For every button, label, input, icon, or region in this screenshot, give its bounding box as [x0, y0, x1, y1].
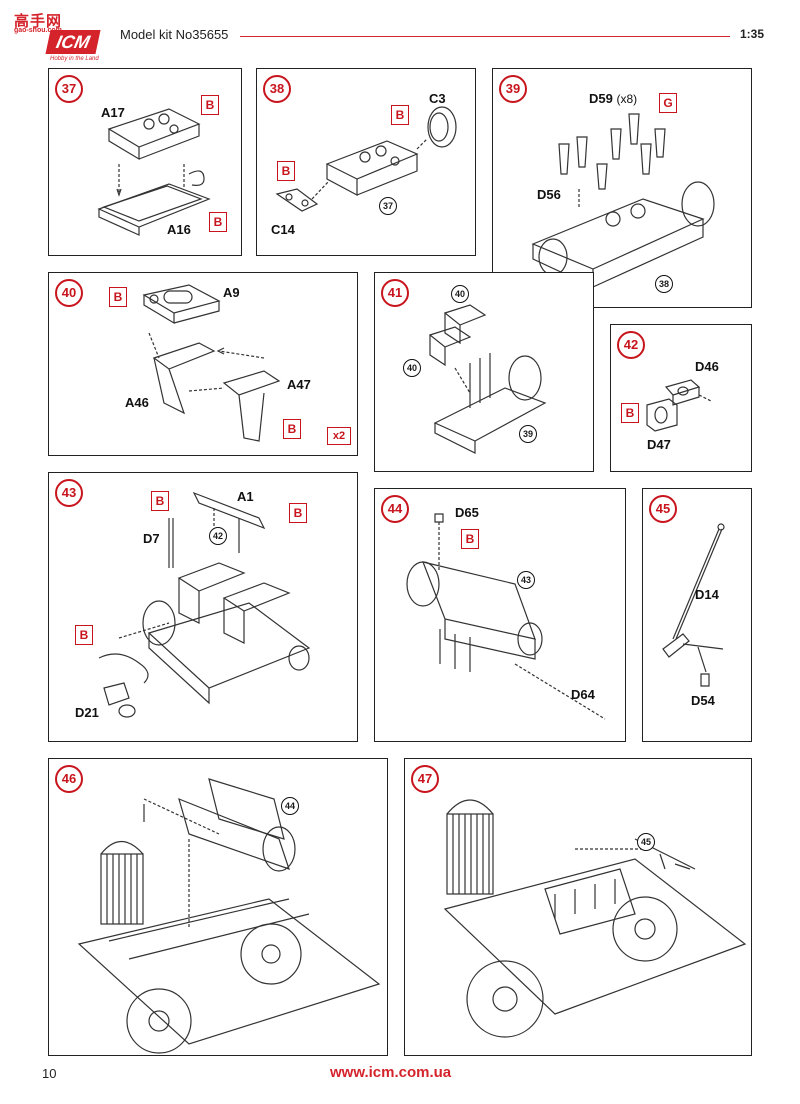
color-marker-b: B: [461, 529, 479, 549]
header-rule: [240, 36, 730, 37]
part-label-d7: D7: [143, 531, 160, 546]
step-panel-37: 37 A17 B A16 B: [48, 68, 242, 256]
reference-step-37: 37: [379, 197, 397, 215]
reference-step-38: 38: [655, 275, 673, 293]
quantity-label: (x8): [616, 92, 638, 106]
assembly-illustration: [97, 108, 211, 236]
assembly-illustration: [275, 106, 457, 212]
part-label-a16: A16: [167, 222, 191, 237]
part-label-d21: D21: [75, 705, 99, 720]
color-marker-b: B: [391, 105, 409, 125]
step-number: 43: [55, 479, 83, 507]
assembly-illustration: [77, 778, 381, 1054]
step-panel-38: 38 C3 B B C14 37: [256, 68, 476, 256]
reference-step-42: 42: [209, 527, 227, 545]
step-panel-46: 46 44: [48, 758, 388, 1056]
reference-step-39: 39: [519, 425, 537, 443]
part-label-d65: D65: [455, 505, 479, 520]
brand-mark: ICM: [45, 30, 101, 54]
color-marker-b: B: [277, 161, 295, 181]
part-label-c14: C14: [271, 222, 295, 237]
assembly-illustration: [646, 379, 712, 432]
step-number: 42: [617, 331, 645, 359]
part-label-a1: A1: [237, 489, 254, 504]
part-label-d14: D14: [695, 587, 719, 602]
page-number: 10: [42, 1066, 57, 1081]
part-label-d59-code: D59: [589, 91, 613, 106]
step-number: 38: [263, 75, 291, 103]
watermark-site: gao-shou.com: [14, 27, 62, 34]
color-marker-b: B: [283, 419, 301, 439]
page-title: Model kit No35655: [120, 27, 229, 42]
reference-step-40: 40: [451, 285, 469, 303]
step-panel-47: 47 45: [404, 758, 752, 1056]
part-label-a46: A46: [125, 395, 149, 410]
step-panel-40: 40 B A9 A47 A46 B x2: [48, 272, 358, 456]
step-panel-42: 42 D46 B D47: [610, 324, 752, 472]
assembly-illustration: [428, 304, 547, 454]
step-number: 46: [55, 765, 83, 793]
step-number: 41: [381, 279, 409, 307]
icm-logo: 高手网 gao-shou.com ICM Hobby in the Land: [14, 10, 101, 66]
watermark-text: 高手网: [14, 13, 63, 30]
assembly-illustration: [406, 513, 606, 720]
color-marker-g: G: [659, 93, 677, 113]
reference-step-40: 40: [403, 359, 421, 377]
assembly-illustration: [443, 799, 747, 1038]
reference-step-43: 43: [517, 571, 535, 589]
step-number: 44: [381, 495, 409, 523]
step-number: 47: [411, 765, 439, 793]
step-number: 37: [55, 75, 83, 103]
part-label-a47: A47: [287, 377, 311, 392]
scale-label: 1:35: [740, 27, 765, 41]
step-panel-39: 39 D59 (x8) G D56 38: [492, 68, 752, 308]
step-panel-41: 41 40 40 39: [374, 272, 594, 472]
color-marker-b: B: [289, 503, 307, 523]
step-number: 39: [499, 75, 527, 103]
part-label-a17: A17: [101, 105, 125, 120]
color-marker-b: B: [151, 491, 169, 511]
assembly-illustration: [662, 523, 725, 687]
part-label-a9: A9: [223, 285, 240, 300]
assembly-illustration: [98, 491, 311, 718]
part-label-d46: D46: [695, 359, 719, 374]
color-marker-b: B: [201, 95, 219, 115]
assembly-illustration: [142, 284, 281, 442]
multiplier-badge: x2: [327, 427, 351, 445]
part-label-d54: D54: [691, 693, 715, 708]
brand-tagline: Hobby in the Land: [50, 56, 99, 62]
part-label-c3: C3: [429, 91, 446, 106]
part-label-d59: D59 (x8): [589, 91, 637, 106]
step-panel-44: 44 D65 B 43 D64: [374, 488, 626, 742]
color-marker-b: B: [209, 212, 227, 232]
step-panel-43: 43 B A1 B D7 42 B D21: [48, 472, 358, 742]
step-number: 40: [55, 279, 83, 307]
assembly-illustration: [531, 113, 715, 288]
reference-step-45: 45: [637, 833, 655, 851]
step-number: 45: [649, 495, 677, 523]
color-marker-b: B: [621, 403, 639, 423]
part-label-d64: D64: [571, 687, 595, 702]
website-link[interactable]: www.icm.com.ua: [330, 1064, 452, 1081]
part-label-d56: D56: [537, 187, 561, 202]
color-marker-b: B: [109, 287, 127, 307]
step-panel-45: 45 D14 D54: [642, 488, 752, 742]
part-label-d47: D47: [647, 437, 671, 452]
reference-step-44: 44: [281, 797, 299, 815]
color-marker-b: B: [75, 625, 93, 645]
